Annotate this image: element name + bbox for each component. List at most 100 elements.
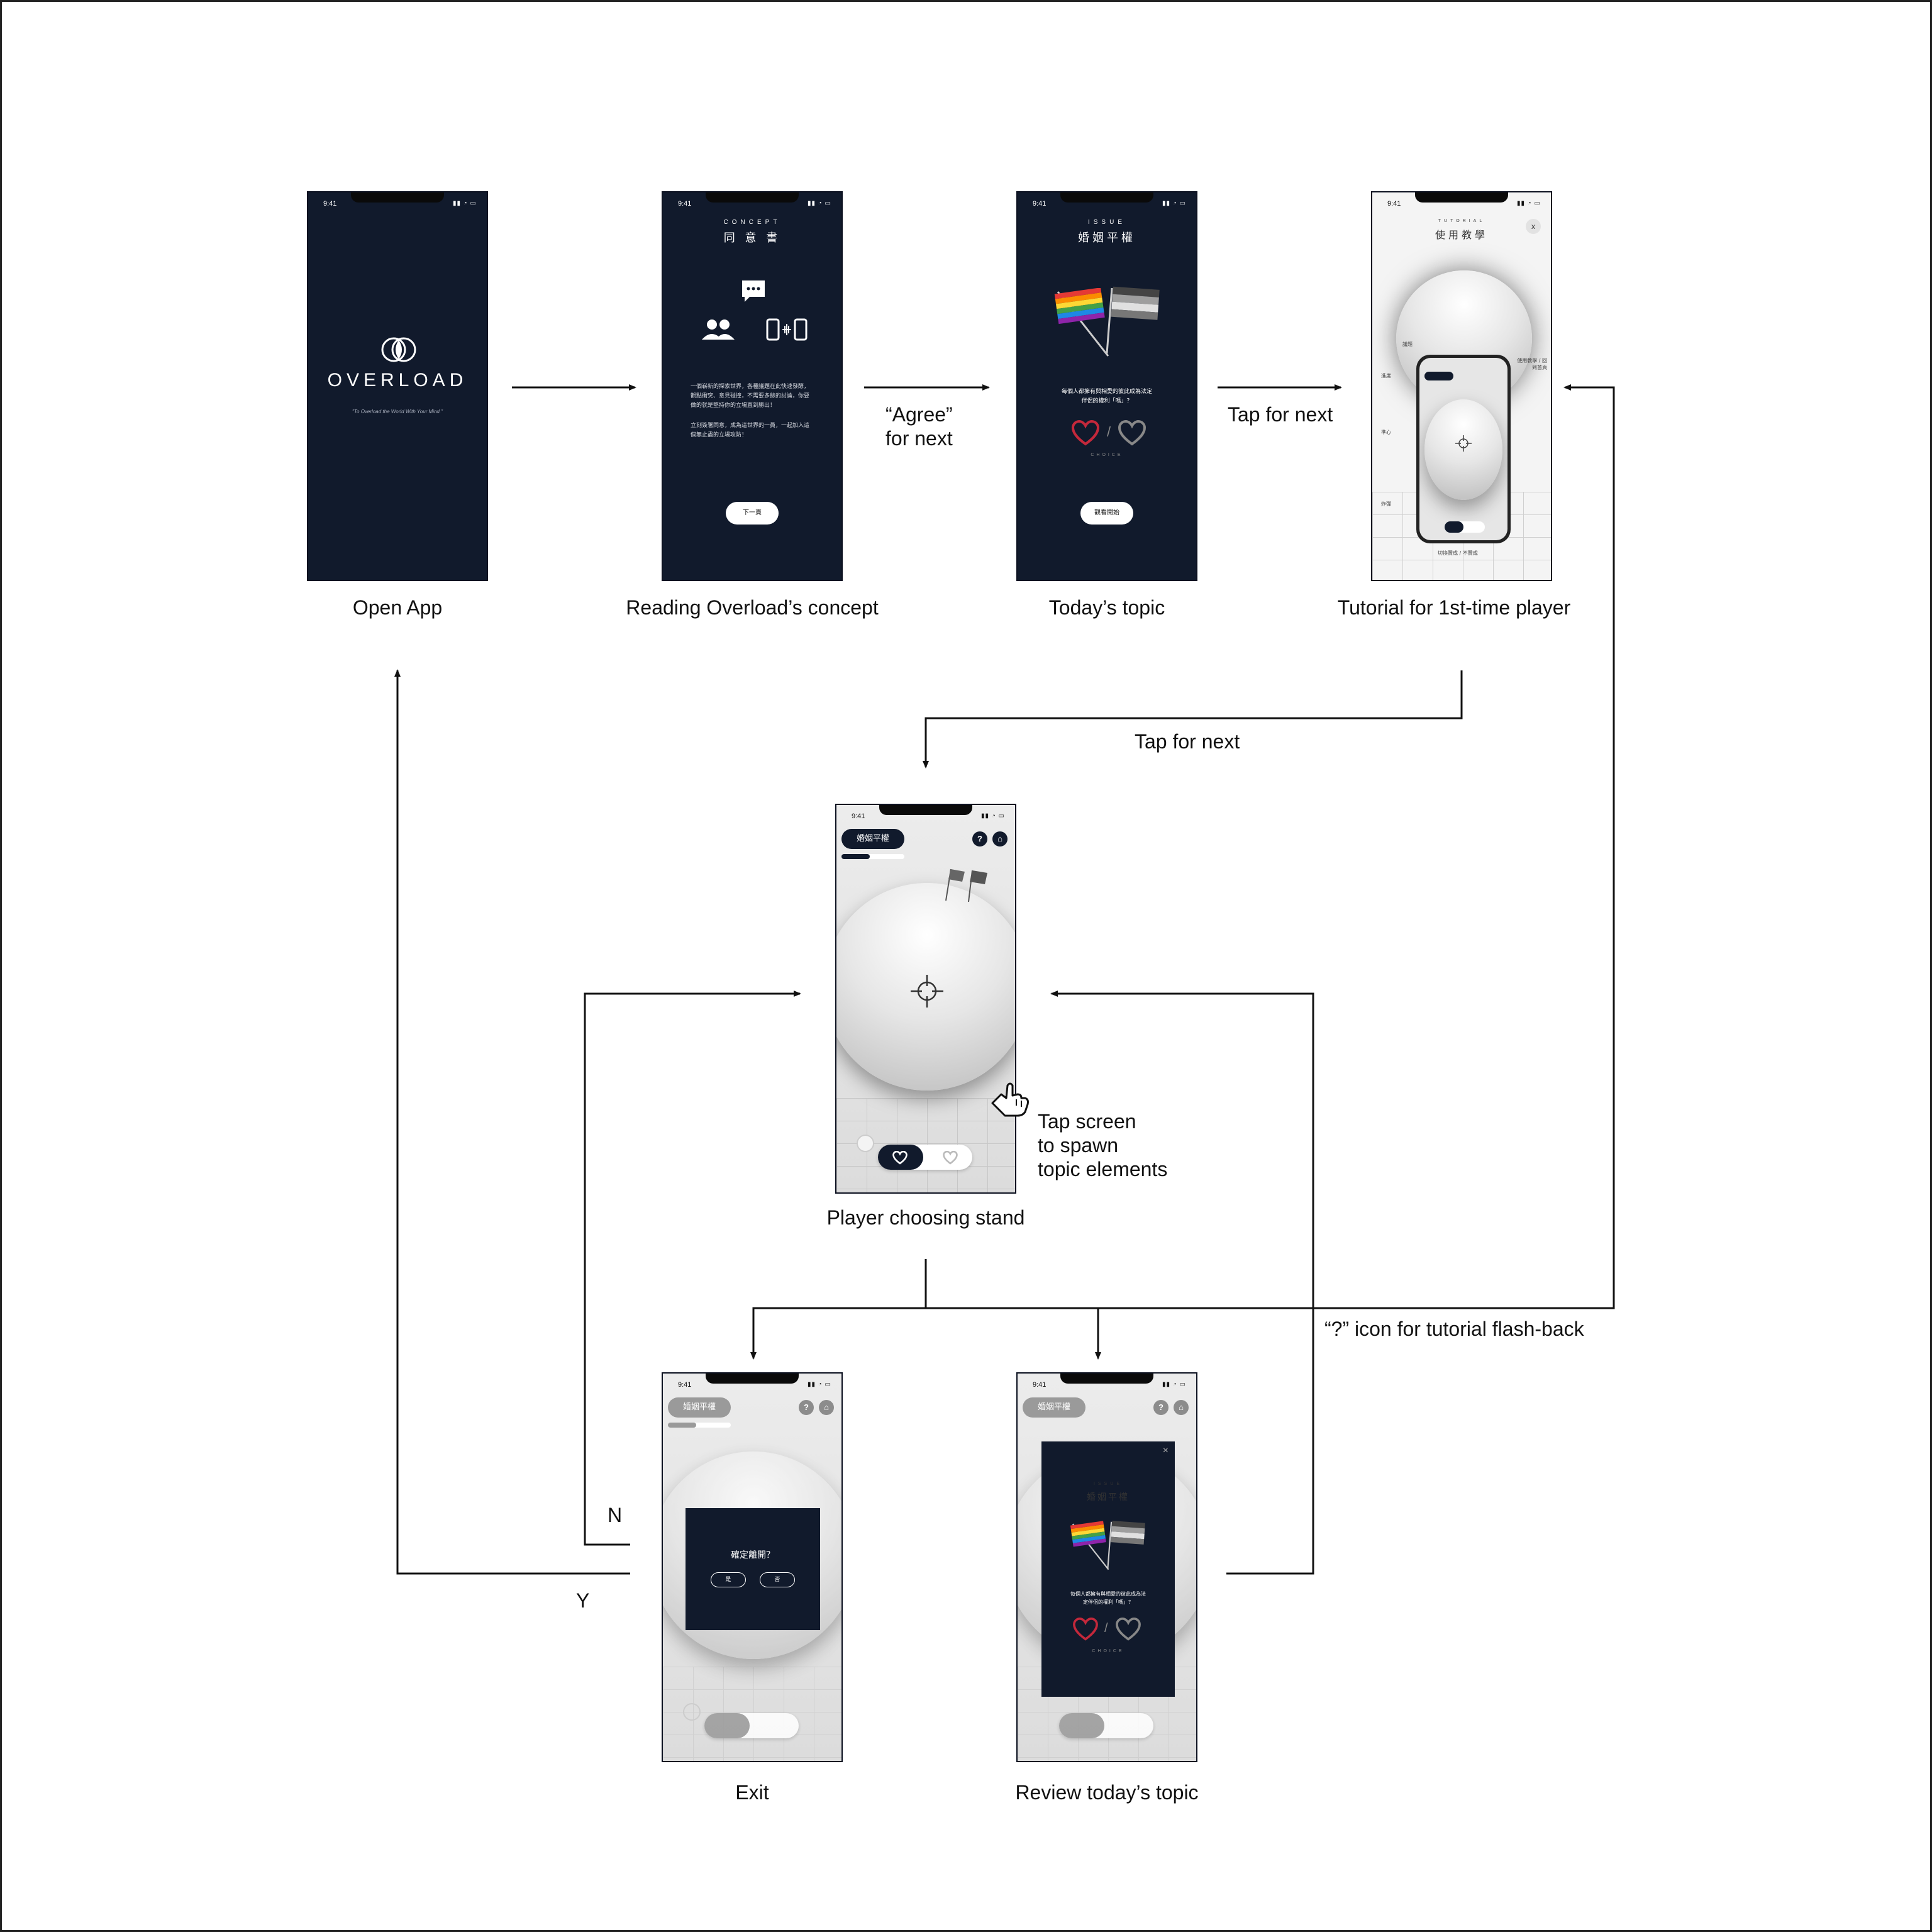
choice-label: CHOICE <box>1092 1649 1124 1653</box>
agree-side <box>1059 1713 1104 1738</box>
cloud-heart-icon[interactable] <box>1117 420 1147 447</box>
status-time: 9:41 <box>1033 1381 1046 1389</box>
annotation-tap-screen: Tap screen to spawn topic elements <box>1038 1110 1168 1180</box>
arrow-stand-to-review <box>926 1307 1101 1360</box>
exit-no-button[interactable]: 否 <box>760 1572 795 1587</box>
choice-divider: / <box>1107 424 1111 440</box>
overload-logo-icon <box>381 337 416 362</box>
bomb-icon[interactable] <box>857 1135 874 1152</box>
agree-side <box>704 1713 750 1738</box>
status-icons: ▮▮ ◔ ▭ <box>1162 200 1186 207</box>
crosshair-icon <box>911 975 943 1008</box>
status-icons: ▮▮ ◔ ▭ <box>807 200 831 207</box>
brand-name: OVERLOAD <box>327 370 468 391</box>
issue-chip: 婚姻平權 <box>668 1397 731 1418</box>
tutorial-label-help-home: 使用教學 / 回到首頁 <box>1517 358 1547 370</box>
annotation-tap-next-1: Tap for next <box>1228 403 1333 426</box>
help-icon[interactable]: ? <box>799 1400 814 1415</box>
topic-screen: 9:41 ▮▮ ◔ ▭ ISSUE 婚姻平權 每個人都擁有與相愛的彼此成為法定伴… <box>1016 191 1197 581</box>
stand-toggle <box>704 1713 799 1738</box>
tutorial-title: 使用教學 <box>1435 229 1488 241</box>
arrow-help-to-tutorial <box>1098 384 1615 1309</box>
rainbow-flag-icon <box>1054 288 1109 357</box>
heart-icon[interactable] <box>1072 1618 1099 1641</box>
tutorial-label-crosshair: 準心 <box>1381 430 1391 435</box>
annotation-agree: “Agree” for next <box>886 403 953 450</box>
home-icon[interactable]: ⌂ <box>819 1400 834 1415</box>
choice-divider: / <box>1104 1621 1108 1635</box>
status-time: 9:41 <box>678 1381 692 1389</box>
status-icons: ▮▮ ◔ ▭ <box>980 813 1005 819</box>
caption-open-app: Open App <box>352 596 443 619</box>
choice-label: CHOICE <box>1091 453 1123 457</box>
grey-flag-icon <box>1106 286 1160 354</box>
exit-question: 確定離開？ <box>731 1550 775 1560</box>
help-icon[interactable]: ? <box>972 831 987 847</box>
exit-yes-button[interactable]: 是 <box>711 1572 746 1587</box>
phone-notch <box>706 1374 799 1384</box>
issue-chip: 婚姻平權 <box>841 829 904 849</box>
people-icon <box>702 319 735 340</box>
review-screen: 9:41 ▮▮ ◔ ▭ 婚姻平權 ? ⌂ × ISSUE 婚姻平權 每個人都擁有… <box>1016 1372 1197 1762</box>
concept-subtitle: CONCEPT <box>723 219 781 226</box>
chat-bubble-icon <box>742 280 765 302</box>
progress-fill <box>668 1423 696 1428</box>
arrow-stand-to-exit <box>750 1259 927 1360</box>
status-time: 9:41 <box>323 200 337 208</box>
brand-tagline: "To Overload the World With Your Mind." <box>352 409 443 414</box>
close-icon[interactable]: × <box>1162 1445 1169 1456</box>
agree-side[interactable] <box>878 1145 923 1170</box>
annotation-help-icon: “?” icon for tutorial flash-back <box>1324 1318 1584 1340</box>
phone-notch <box>706 192 799 203</box>
status-time: 9:41 <box>1033 200 1046 208</box>
tutorial-label-toggle: 切換贊成 / 不贊成 <box>1438 550 1478 556</box>
caption-review: Review today’s topic <box>1015 1781 1199 1804</box>
status-time: 9:41 <box>1387 200 1401 208</box>
annotation-yes: Y <box>576 1589 590 1612</box>
progress-fill <box>841 854 870 859</box>
stand-toggle[interactable] <box>878 1145 972 1170</box>
rainbow-flag-icon <box>1070 1521 1109 1570</box>
review-question: 每個人都擁有與相愛的彼此成為法定伴侶的權利「嗎」？ <box>1070 1591 1146 1605</box>
caption-tutorial: Tutorial for 1st-time player <box>1337 596 1571 619</box>
review-subtitle: ISSUE <box>1093 1482 1123 1486</box>
crosshair-icon <box>1455 435 1472 452</box>
home-icon[interactable]: ⌂ <box>992 831 1008 847</box>
heart-icon[interactable] <box>1070 420 1101 447</box>
topic-subtitle: ISSUE <box>1087 219 1126 226</box>
topic-title: 婚姻平權 <box>1078 231 1136 245</box>
stand-toggle <box>1059 1713 1153 1738</box>
caption-concept: Reading Overload’s concept <box>626 596 879 619</box>
topic-question: 每個人都擁有與相愛的彼此成為法定伴侶的權利「嗎」？ <box>1062 389 1153 404</box>
caption-topic: Today’s topic <box>1048 596 1165 619</box>
cloud-heart-icon <box>943 1151 958 1165</box>
caption-stand: Player choosing stand <box>826 1206 1025 1229</box>
tutorial-label-progress: 進度 <box>1381 373 1391 379</box>
mini-phone <box>1416 355 1511 543</box>
arrow-exit-no <box>584 991 801 1546</box>
arrow-exit-yes <box>394 669 630 1575</box>
status-time: 9:41 <box>852 813 865 820</box>
bomb-icon <box>683 1703 701 1721</box>
concept-paragraph-1: 一個嶄新的探索世界，各種議題在此快速發酵，觀點衝突、意見碰撞，不需要多餘的討論，… <box>691 384 810 409</box>
world-sphere[interactable] <box>836 883 1015 1091</box>
progress-bar <box>841 854 904 859</box>
arrow-review-back <box>1050 991 1314 1575</box>
home-icon[interactable]: ⌂ <box>1174 1400 1189 1415</box>
phone-link-icon <box>766 318 808 341</box>
next-page-button[interactable]: 下一頁 <box>726 502 779 525</box>
review-dialog: × ISSUE 婚姻平權 每個人都擁有與相愛的彼此成為法定伴侶的權利「嗎」？ / <box>1041 1441 1175 1697</box>
progress-bar <box>668 1423 731 1428</box>
stand-screen[interactable]: 9:41 ▮▮ ◔ ▭ 婚姻平權 ? ⌂ <box>835 804 1016 1194</box>
cloud-heart-icon[interactable] <box>1114 1618 1142 1641</box>
grey-flag-icon <box>1107 1521 1145 1568</box>
help-icon[interactable]: ? <box>1153 1400 1169 1415</box>
start-button[interactable]: 觀看開始 <box>1080 502 1133 525</box>
phone-notch <box>351 192 444 203</box>
concept-screen: 9:41 ▮▮ ◔ ▭ CONCEPT 同 意 書 一個嶄新的探索世界，各種議題… <box>662 191 843 581</box>
mini-issue-chip <box>1424 372 1453 380</box>
status-icons: ▮▮ ◔ ▭ <box>452 200 477 207</box>
close-icon[interactable]: x <box>1526 219 1541 234</box>
issue-chip: 婚姻平權 <box>1023 1397 1085 1418</box>
